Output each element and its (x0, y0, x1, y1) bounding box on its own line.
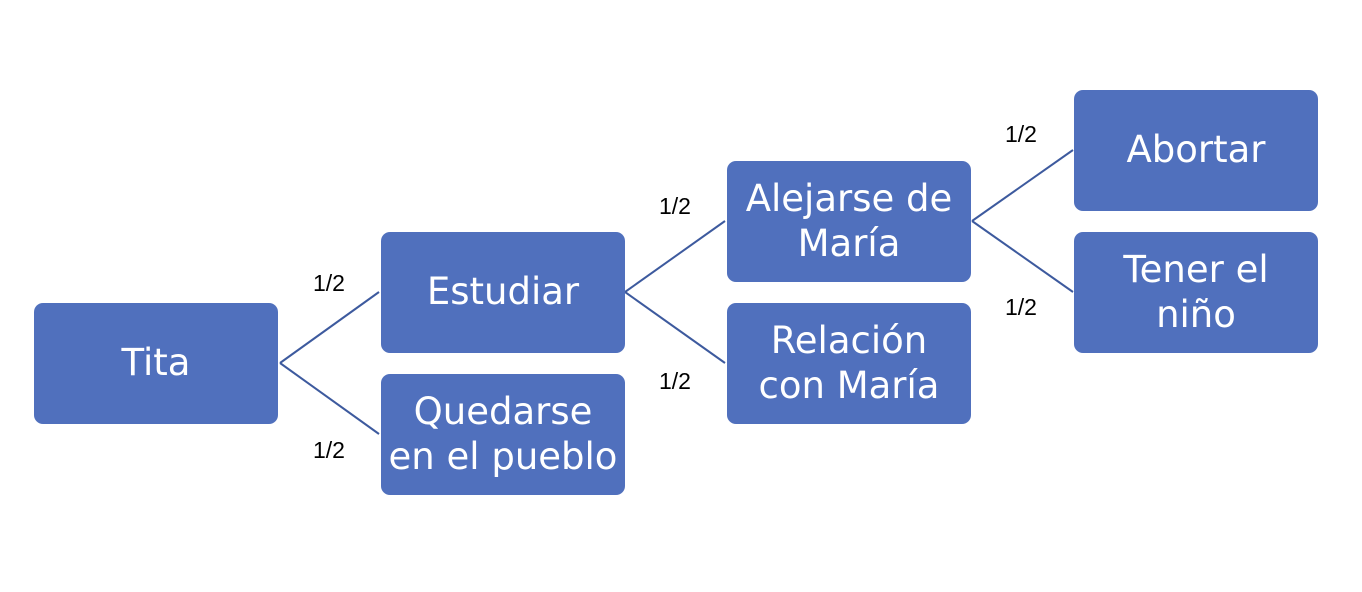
node-alejarse-de-maria: Alejarse de María (727, 161, 971, 282)
node-quedarse-en-el-pueblo: Quedarse en el pueblo (381, 374, 625, 495)
edge-root-quedarse (279, 362, 380, 435)
edge-alejarse-tener (971, 220, 1074, 293)
probability-label-alejarse: 1/2 (659, 193, 691, 219)
edge-root-estudiar (279, 291, 380, 364)
edge-estudiar-relacion (624, 291, 726, 364)
probability-label-tener: 1/2 (1005, 294, 1037, 320)
probability-label-quedarse: 1/2 (313, 437, 345, 463)
edge-estudiar-alejarse (624, 220, 726, 293)
node-estudiar: Estudiar (381, 232, 625, 353)
node-tener-el-nino: Tener el niño (1074, 232, 1318, 353)
probability-label-relacion: 1/2 (659, 368, 691, 394)
node-tita: Tita (34, 303, 278, 424)
probability-label-estudiar: 1/2 (313, 270, 345, 296)
probability-label-abortar: 1/2 (1005, 121, 1037, 147)
node-abortar: Abortar (1074, 90, 1318, 211)
edge-alejarse-abortar (971, 149, 1074, 222)
node-relacion-con-maria: Relación con María (727, 303, 971, 424)
